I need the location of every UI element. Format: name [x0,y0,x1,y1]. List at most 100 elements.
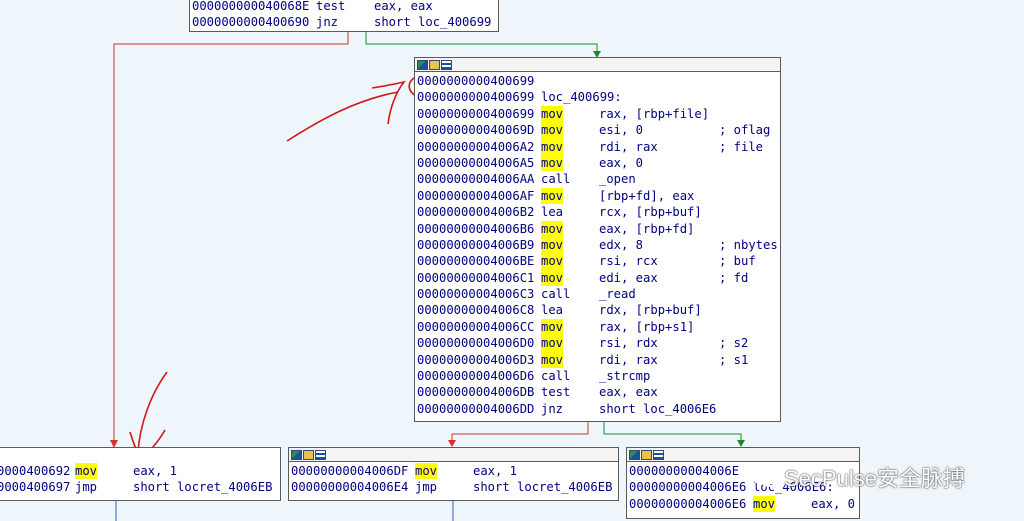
mnemonic: mov [541,187,599,205]
operands: rcx, [rbp+buf] [599,205,702,220]
operands: short locret_4006EB [473,480,613,495]
mnemonic: mov [541,318,599,336]
line-address: 00000000004006D3 [417,352,535,367]
mnemonic: jmp [75,479,133,495]
line-address: 00000000004006A2 [417,139,535,154]
mnemonic-text: mov [541,253,564,270]
operands: _open [599,172,636,187]
mnemonic: mov [541,138,599,155]
annotation-arrow-top [286,91,399,142]
mnemonic-text: mov [541,269,564,287]
mnemonic-text: mov [541,351,564,369]
line-address: 00000000004006C8 [417,303,535,318]
code-block-main[interactable]: 0000000000400699 0000000000400699 loc_4006… [414,57,781,422]
mnemonic: mov [541,236,599,254]
graph-icon[interactable] [629,449,640,460]
operands: eax, eax [599,385,658,400]
graph-icon[interactable] [417,59,428,70]
mnemonic: jnz [541,401,599,417]
comment: ; file [719,139,764,154]
grid-icon[interactable] [441,59,452,70]
line-address: 00000000004006CC [417,319,535,334]
code-line[interactable]: 00000000004006E [629,463,857,479]
line-address: 000000000040068E [192,0,310,13]
edit-icon[interactable] [303,449,314,460]
operands: eax, [rbp+fd] [599,221,695,236]
edge-true-main [365,32,598,55]
line-address: 0000000000400699 [417,74,535,88]
mnemonic: mov [541,105,599,123]
line-address: 00000000004006DB [417,385,535,400]
mnemonic-text: jnz [541,401,564,416]
grid-icon[interactable] [315,449,326,460]
mnemonic-text: loc_400699: [541,90,622,105]
operands: [rbp+fd], eax [599,188,695,203]
code-lines: 0000000000400699 0000000000400699 loc_4006… [415,72,780,417]
edge-false-left [113,32,349,444]
mnemonic-text: mov [753,495,776,513]
line-address: 0000000000400699 [417,90,535,105]
operands: edi, eax [599,270,658,285]
graph-icon[interactable] [291,449,302,460]
mnemonic: call [541,171,599,187]
mnemonic: call [541,286,599,302]
operands: eax, 0 [599,155,644,170]
mnemonic: mov [541,220,599,237]
mnemonic: mov [753,495,811,513]
location-label[interactable]: loc_400699: [541,89,622,105]
edit-icon[interactable] [429,59,440,70]
operands: eax, 0 [811,496,856,511]
operands: edx, 8 [599,237,644,252]
operands: rdi, rax [599,352,658,367]
line-address: 0000000000400690 [192,15,310,30]
mnemonic: mov [541,269,599,287]
line-address: 00000000004006B2 [417,205,535,220]
line-address: 00000000004006A5 [417,155,535,170]
mnemonic-text: mov [541,220,564,237]
line-address: 0000400697 [0,480,71,495]
operands: rdi, rax [599,139,658,154]
line-address: 00000000004006C3 [417,287,535,302]
code-line[interactable]: 0000000000400699 [417,73,778,89]
operands: eax, eax [374,0,433,13]
mnemonic: mov [541,351,599,369]
mnemonic-text: mov [75,463,98,480]
edit-icon[interactable] [641,449,652,460]
mnemonic-text: mov [415,463,438,480]
operands: eax, 1 [473,464,518,478]
grid-icon[interactable] [653,449,664,460]
code-line[interactable]: 0000000000400699 loc_400699: [417,89,778,105]
